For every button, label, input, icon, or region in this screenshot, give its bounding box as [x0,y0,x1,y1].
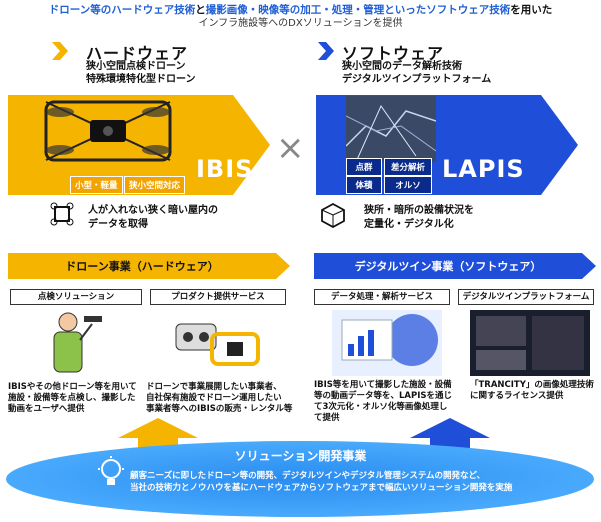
times-symbol: × [276,128,305,168]
drone-business-banner: ドローン事業（ハードウェア） [65,260,219,273]
software-tag-ortho: オルソ [384,176,432,194]
hw-caption-right-1: ドローンで事業展開したい事業者、 [146,382,282,392]
sw-box-platform: デジタルツインプラットフォーム [458,289,594,305]
hw-caption-left-2: 施設・設備等を点検し、撮影した [8,393,136,403]
intro-hardware: ドローン等のハードウェア技術 [48,4,196,16]
hardware-desc2: データを取得 [88,219,148,230]
hardware-title: ハードウェア [86,44,189,63]
intro-using: を用いた [510,4,553,16]
lapis-3d-image [345,96,437,166]
sw-caption-left-3: て3次元化・オルソ化等画像処理し [314,402,448,412]
solution-title: ソリューション開発事業 [234,449,367,463]
lightbulb-icon [96,456,126,494]
software-desc2: 定量化・デジタル化 [364,219,454,230]
solution-line1: 顧客ニーズに即したドローン等の開発、デジタルツインやデジタル管理システムの開発な… [130,471,486,481]
intro-text: ドローン等のハードウェア技術と撮影画像・映像等の加工・処理・管理といったソフトウ… [0,3,601,31]
hardware-tag-light: 小型・軽量 [70,176,123,194]
worker-illustration [40,308,110,382]
sw-caption-left: IBIS等を用いて撮影した施設・設備 等の動画データ等を、LAPISを通じ て3… [314,380,452,424]
software-tag-volume: 体積 [346,176,382,194]
cube-icon [320,202,346,232]
software-sub1: 狭小空間のデータ解析技術 [342,61,462,72]
intro-software: 撮影画像・映像等の加工・処理・管理といったソフトウェア技術 [205,4,511,16]
software-tag-pointcloud: 点群 [346,158,382,176]
solution-line2: 当社の技術力とノウハウを基にハードウェアからソフトウェアまで幅広いソリューション… [130,483,513,493]
sw-caption-right: 「TRANCITY」の画像処理技術 に関するライセンス提供 [470,380,594,402]
hardware-sub1: 狭小空間点検ドローン [86,61,186,72]
drone-business-banner-bg [8,253,290,283]
software-tag-diff: 差分解析 [384,158,432,176]
hw-box-product: プロダクト提供サービス [150,289,286,305]
solution-text: 顧客ニーズに即したドローン等の開発、デジタルツインやデジタル管理システムの開発な… [130,470,512,494]
hw-caption-right: ドローンで事業展開したい事業者、 自社保有施設でドローン運用したい 事業者等への… [146,382,292,415]
hardware-sub2: 特殊環境特化型ドローン [86,74,196,85]
data-analysis-illustration [332,310,442,380]
sw-box-processing: データ処理・解析サービス [314,289,450,305]
software-desc1: 狭所・暗所の設備状況を [364,205,474,216]
sw-caption-left-2: 等の動画データ等を、LAPISを通じ [314,391,453,401]
hw-caption-left-1: IBISやその他ドローン等を用いて [8,382,137,392]
drone-rental-illustration [172,310,262,379]
intro-and: と [195,4,206,16]
solution-ellipse [4,440,597,522]
platform-screen-illustration [470,310,590,380]
hw-box-inspection: 点検ソリューション [10,289,142,305]
software-sub2: デジタルツインプラットフォーム [342,74,492,85]
hw-caption-left-3: 動画をユーザへ提供 [8,404,85,414]
lapis-brand: LAPIS [442,155,525,183]
software-chevron-icon [318,42,334,64]
sw-caption-left-1: IBIS等を用いて撮影した施設・設備 [314,380,452,390]
drone-icon [50,202,74,230]
hw-caption-right-3: 事業者等へのIBISの販売・レンタル等 [146,404,293,414]
ibis-drone-image [38,96,178,170]
hardware-chevron-icon [52,42,68,64]
hw-caption-right-2: 自社保有施設でドローン運用したい [146,393,282,403]
digitaltwin-banner-bg [314,253,596,283]
sw-caption-right-2: に関するライセンス提供 [470,391,564,401]
digitaltwin-banner: デジタルツイン事業（ソフトウェア） [354,260,542,273]
sw-caption-left-4: て提供 [314,413,340,423]
hardware-desc1: 人が入れない狭く暗い屋内の [88,205,218,216]
hardware-tag-narrow: 狭小空間対応 [124,176,186,194]
intro-line2: インフラ施設等へのDXソリューションを提供 [198,18,403,29]
hw-caption-left: IBISやその他ドローン等を用いて 施設・設備等を点検し、撮影した 動画をユーザ… [8,382,137,415]
sw-caption-right-1: 「TRANCITY」の画像処理技術 [470,380,594,390]
ibis-brand: IBIS [196,155,254,183]
software-title: ソフトウェア [342,44,445,63]
